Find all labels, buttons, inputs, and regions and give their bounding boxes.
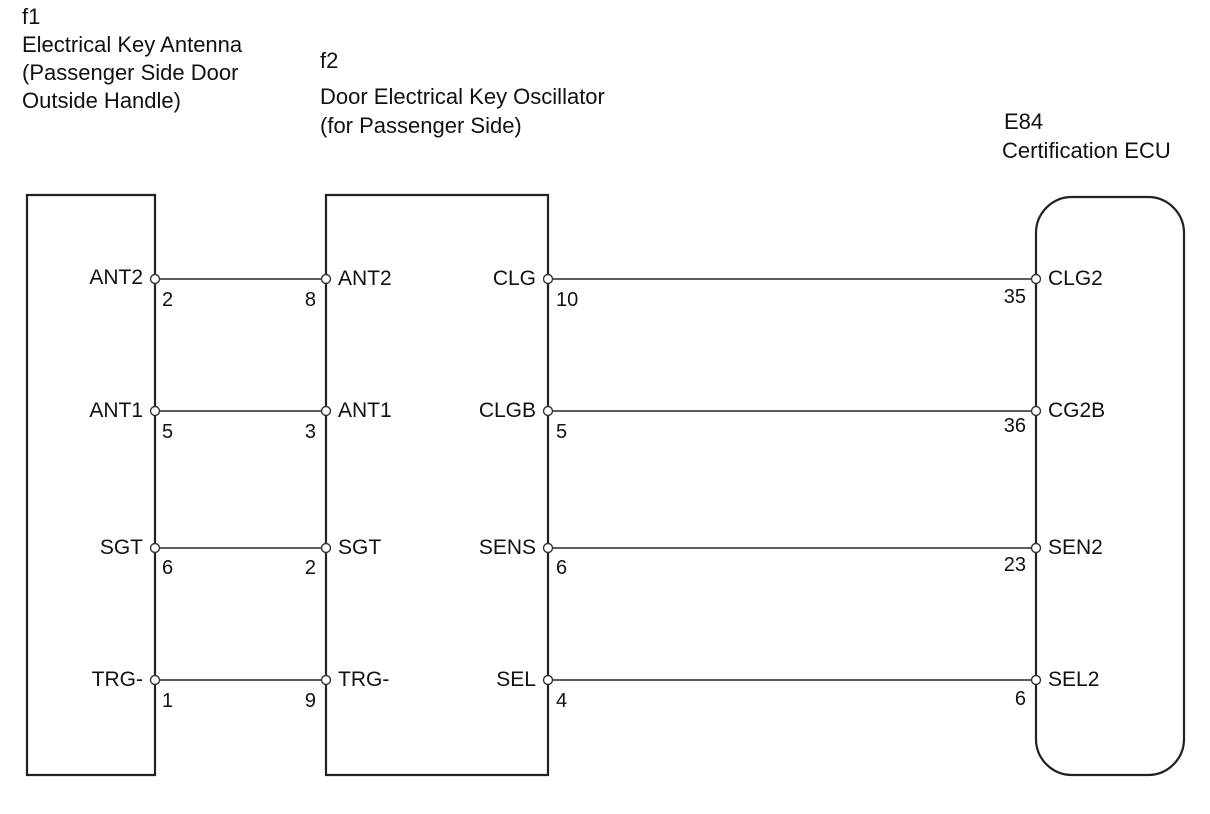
f2-pin-4-terminal (542, 674, 554, 686)
f1-pin-2-terminal (149, 273, 161, 285)
e84-pin-name: SEN2 (1048, 536, 1103, 559)
f2-pin-number: 8 (305, 289, 316, 311)
e84-pin-number: 23 (1004, 554, 1026, 576)
e84-connector-box (1034, 195, 1186, 777)
e84-pin-number: 36 (1004, 415, 1026, 437)
e84-pin-numbers: 35 36 23 6 (1004, 286, 1026, 710)
f2-pin-number: 3 (305, 421, 316, 443)
f2-pin-name: ANT1 (338, 399, 392, 422)
f1-pin-name: ANT1 (89, 399, 143, 422)
f2-name-line-1: Door Electrical Key Oscillator (320, 84, 605, 109)
pin-terminals (149, 273, 1042, 686)
f1-pin-number: 5 (162, 421, 173, 443)
f2-pin-number: 9 (305, 690, 316, 712)
f2-pin-5-terminal (542, 405, 554, 417)
f2-pin-2-terminal (320, 542, 332, 554)
f2-left-pin-names: ANT2 ANT1 SGT TRG- (338, 267, 392, 691)
e84-pin-name: CG2B (1048, 399, 1105, 422)
f1-pin-numbers: 2 5 6 1 (162, 289, 173, 712)
f2-left-pin-numbers: 8 3 2 9 (305, 289, 316, 712)
e84-pin-number: 35 (1004, 286, 1026, 308)
f1-code: f1 (22, 4, 40, 29)
f1-name-line-2: (Passenger Side Door (22, 60, 238, 85)
f1-pin-5-terminal (149, 405, 161, 417)
e84-title: E84 Certification ECU (1002, 109, 1171, 163)
f2-pin-10-terminal (542, 273, 554, 285)
f2-pin-number: 6 (556, 557, 567, 579)
e84-pin-36-terminal (1030, 405, 1042, 417)
f2-code: f2 (320, 48, 338, 73)
f1-pin-6-terminal (149, 542, 161, 554)
e84-code: E84 (1004, 109, 1043, 134)
f1-name-line-3: Outside Handle) (22, 88, 181, 113)
f2-pin-name: SENS (479, 536, 536, 559)
f2-connector-box (324, 193, 550, 777)
f2-right-pin-numbers: 10 5 6 4 (556, 289, 578, 712)
f2-name-line-2: (for Passenger Side) (320, 113, 522, 138)
f2-pin-name: CLG (493, 267, 536, 290)
e84-name-line-1: Certification ECU (1002, 138, 1171, 163)
e84-pin-23-terminal (1030, 542, 1042, 554)
f2-right-pin-names: CLG CLGB SENS SEL (479, 267, 536, 691)
f2-pin-number: 2 (305, 557, 316, 579)
e84-pin-names: CLG2 CG2B SEN2 SEL2 (1048, 267, 1105, 691)
e84-pin-number: 6 (1015, 688, 1026, 710)
f2-pin-number: 10 (556, 289, 578, 311)
e84-pin-name: SEL2 (1048, 668, 1099, 691)
f2-pin-6-terminal (542, 542, 554, 554)
f1-name-line-1: Electrical Key Antenna (22, 32, 243, 57)
e84-pin-35-terminal (1030, 273, 1042, 285)
f2-pin-name: ANT2 (338, 267, 392, 290)
f2-pin-name: SEL (496, 668, 536, 691)
f2-pin-number: 4 (556, 690, 567, 712)
f1-connector-box (25, 193, 157, 777)
f1-pin-number: 6 (162, 557, 173, 579)
f1-pin-names: ANT2 ANT1 SGT TRG- (89, 266, 143, 691)
e84-pin-6-terminal (1030, 674, 1042, 686)
f2-title: f2 Door Electrical Key Oscillator (for P… (320, 48, 605, 138)
f1-pin-number: 1 (162, 690, 173, 712)
wires (155, 278, 1036, 681)
f2-pin-name: TRG- (338, 668, 389, 691)
f1-pin-number: 2 (162, 289, 173, 311)
f1-title: f1 Electrical Key Antenna (Passenger Sid… (22, 4, 243, 113)
f1-pin-name: SGT (100, 536, 143, 559)
f2-pin-3-terminal (320, 405, 332, 417)
f2-pin-name: SGT (338, 536, 381, 559)
f1-pin-1-terminal (149, 674, 161, 686)
f1-pin-name: TRG- (92, 668, 143, 691)
e84-pin-name: CLG2 (1048, 267, 1103, 290)
f2-pin-9-terminal (320, 674, 332, 686)
f2-pin-number: 5 (556, 421, 567, 443)
f2-pin-8-terminal (320, 273, 332, 285)
f2-pin-name: CLGB (479, 399, 536, 422)
f1-pin-name: ANT2 (89, 266, 143, 289)
